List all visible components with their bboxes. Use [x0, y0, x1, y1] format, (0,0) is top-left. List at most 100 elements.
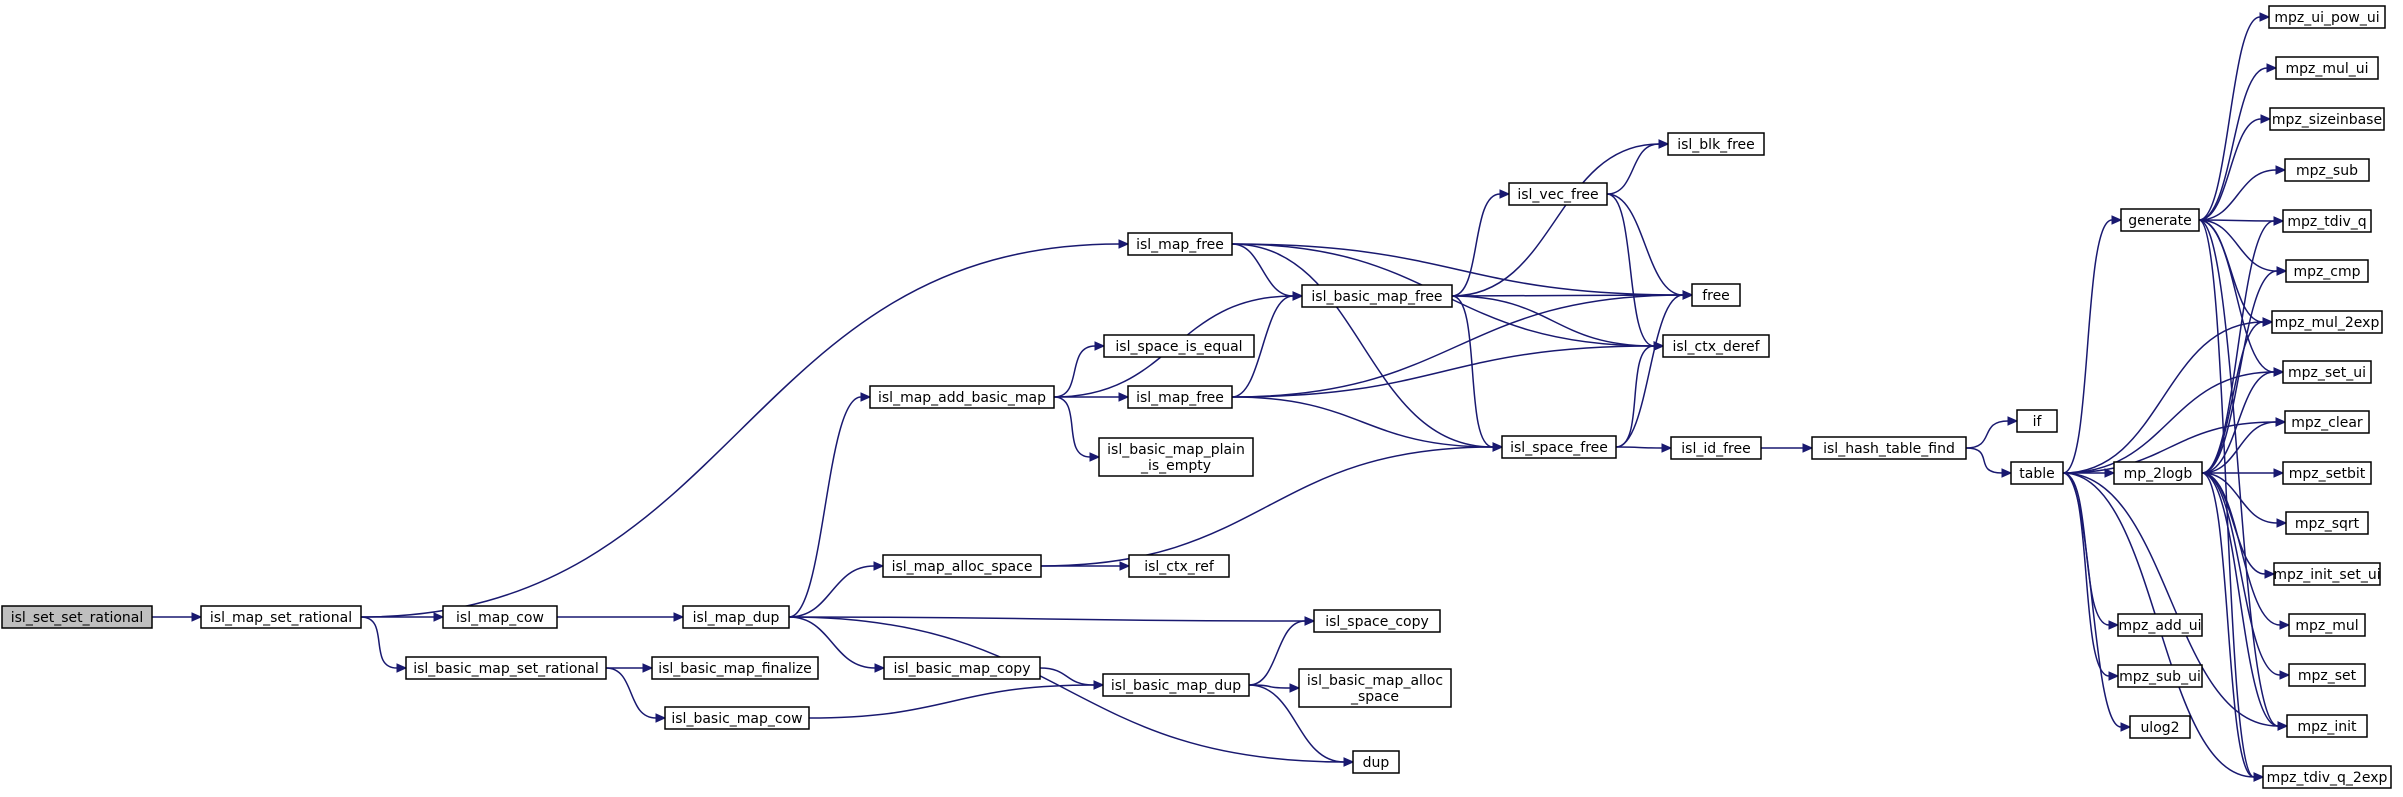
node-mpz-init-set-ui[interactable]: mpz_init_set_ui [2273, 562, 2381, 586]
node-isl-map-free-mid[interactable]: isl_map_free [1127, 385, 1233, 409]
svg-text:mp_2logb: mp_2logb [2124, 466, 2193, 482]
node-isl-hash-table-find[interactable]: isl_hash_table_find [1811, 436, 1967, 460]
node-mpz-set-ui[interactable]: mpz_set_ui [2282, 360, 2372, 384]
edge-n28-n33 [2062, 472, 2132, 732]
edge-line [2198, 67, 2268, 221]
node-isl-map-set-rational[interactable]: isl_map_set_rational [200, 605, 362, 629]
node-isl-space-free[interactable]: isl_space_free [1501, 435, 1617, 459]
node-table[interactable]: table [2010, 461, 2064, 485]
node-isl-map-cow[interactable]: isl_map_cow [442, 605, 558, 629]
node-isl-vec-free[interactable]: isl_vec_free [1508, 182, 1608, 206]
node-mpz-mul[interactable]: mpz_mul [2288, 613, 2366, 637]
node-mpz-set[interactable]: mpz_set [2288, 663, 2366, 687]
node-mpz-ui-pow-ui[interactable]: mpz_ui_pow_ui [2268, 5, 2386, 29]
edge-line [1231, 243, 1294, 297]
edge-n28-n48 [2062, 472, 2289, 731]
edge-n30-n48 [2201, 472, 2289, 731]
node-isl-space-copy[interactable]: isl_space_copy [1313, 609, 1441, 633]
edge-n28-n31 [2062, 472, 2120, 630]
edge-arrowhead [2108, 671, 2120, 681]
node-mp-2logb[interactable]: mp_2logb [2113, 461, 2203, 485]
node-isl-basic-map-cow[interactable]: isl_basic_map_cow [664, 706, 810, 730]
svg-text:isl_space_free: isl_space_free [1510, 440, 1608, 456]
svg-text:mpz_mul: mpz_mul [2295, 618, 2358, 634]
edge-line [2201, 472, 2278, 524]
node-mpz-init[interactable]: mpz_init [2286, 714, 2368, 738]
node-mpz-sub-ui[interactable]: mpz_sub_ui [2117, 664, 2203, 688]
node-mpz-tdiv-q-2exp[interactable]: mpz_tdiv_q_2exp [2262, 765, 2392, 789]
node-generate[interactable]: generate [2120, 208, 2200, 232]
edge-n4-n6 [605, 667, 667, 723]
edge-line [2198, 118, 2262, 221]
node-isl-map-free-top[interactable]: isl_map_free [1127, 232, 1233, 256]
edge-arrowhead [1289, 683, 1301, 693]
node-dup[interactable]: dup [1352, 750, 1400, 774]
edge-arrowhead [2253, 772, 2265, 782]
node-isl-space-is-equal[interactable]: isl_space_is_equal [1103, 334, 1255, 358]
node-isl-basic-map-free[interactable]: isl_basic_map_free [1301, 284, 1453, 308]
svg-text:mpz_cmp: mpz_cmp [2293, 264, 2360, 280]
edge-n29-n35 [2198, 63, 2278, 221]
node-isl-basic-map-dup[interactable]: isl_basic_map_dup [1102, 673, 1250, 697]
edge-n20-n22 [1606, 139, 1670, 195]
node-ulog2[interactable]: ulog2 [2129, 715, 2191, 739]
edge-line [2201, 421, 2277, 474]
svg-text:isl_hash_table_find: isl_hash_table_find [1823, 441, 1955, 457]
edge-n21-n25 [1615, 443, 1673, 453]
node-layer: isl_set_set_rational isl_map_set_rationa… [1, 5, 2392, 789]
svg-text:isl_basic_map_free: isl_basic_map_free [1311, 289, 1442, 305]
node-mpz-mul-2exp[interactable]: mpz_mul_2exp [2271, 310, 2383, 334]
node-mpz-tdiv-q[interactable]: mpz_tdiv_q [2282, 209, 2372, 233]
svg-text:_is_empty: _is_empty [1140, 458, 1211, 474]
node-mpz-clear[interactable]: mpz_clear [2284, 410, 2370, 434]
edge-n3-n7 [557, 612, 685, 622]
node-mpz-cmp[interactable]: mpz_cmp [2285, 259, 2369, 283]
edge-line [1615, 345, 1655, 448]
node-mpz-sqrt[interactable]: mpz_sqrt [2285, 511, 2369, 535]
edge-n26-n28 [1965, 447, 2013, 478]
node-isl-set-set-rational[interactable]: isl_set_set_rational [1, 605, 153, 629]
edge-line [788, 616, 1345, 763]
edge-arrowhead [2275, 417, 2287, 427]
node-isl-basic-map-copy[interactable]: isl_basic_map_copy [883, 656, 1041, 680]
edge-arrowhead [2001, 468, 2013, 478]
node-isl-ctx-deref[interactable]: isl_ctx_deref [1662, 334, 1770, 358]
edge-arrowhead [1499, 189, 1511, 199]
edge-arrowhead [1292, 291, 1304, 301]
node-mpz-sub[interactable]: mpz_sub [2284, 158, 2370, 182]
node-isl-map-add-basic-map[interactable]: isl_map_add_basic_map [869, 385, 1055, 409]
node-mpz-mul-ui[interactable]: mpz_mul_ui [2275, 56, 2379, 80]
svg-text:isl_basic_map_plain: isl_basic_map_plain [1107, 442, 1245, 458]
edge-n28-n29 [2062, 215, 2123, 474]
node-mpz-add-ui[interactable]: mpz_add_ui [2117, 613, 2203, 637]
node-mpz-sizeinbase[interactable]: mpz_sizeinbase [2269, 107, 2385, 131]
node-isl-basic-map-plain-is-empty[interactable]: isl_basic_map_plain_is_empty [1098, 437, 1254, 477]
node-free[interactable]: free [1691, 283, 1741, 307]
edge-line [2201, 472, 2255, 778]
edge-n7-n8 [788, 392, 872, 618]
edge-line [2201, 472, 2281, 626]
node-isl-map-dup[interactable]: isl_map_dup [682, 605, 790, 629]
edge-arrowhead [2262, 317, 2274, 327]
node-isl-blk-free[interactable]: isl_blk_free [1667, 132, 1765, 156]
edge-line [1451, 193, 1501, 297]
edge-arrowhead [2260, 114, 2272, 124]
edge-line [1231, 294, 1684, 398]
node-isl-ctx-ref[interactable]: isl_ctx_ref [1128, 554, 1230, 578]
edge-line [1965, 420, 2009, 449]
edge-line [1231, 345, 1655, 398]
node-mpz-setbit[interactable]: mpz_setbit [2282, 461, 2372, 485]
node-if[interactable]: if [2016, 409, 2058, 433]
svg-text:isl_space_is_equal: isl_space_is_equal [1115, 339, 1242, 355]
node-isl-basic-map-alloc-space[interactable]: isl_basic_map_alloc_space [1298, 668, 1452, 708]
edge-line [605, 667, 657, 719]
node-isl-basic-map-set-rational[interactable]: isl_basic_map_set_rational [405, 656, 607, 680]
edge-n28-n40 [2062, 317, 2274, 474]
edge-line [1615, 446, 1663, 449]
edge-line [788, 616, 876, 669]
node-isl-map-alloc-space[interactable]: isl_map_alloc_space [882, 554, 1042, 578]
edge-line [1451, 143, 1660, 297]
node-isl-basic-map-finalize[interactable]: isl_basic_map_finalize [651, 656, 819, 680]
edge-line [1248, 684, 1345, 763]
node-isl-id-free[interactable]: isl_id_free [1670, 436, 1762, 460]
